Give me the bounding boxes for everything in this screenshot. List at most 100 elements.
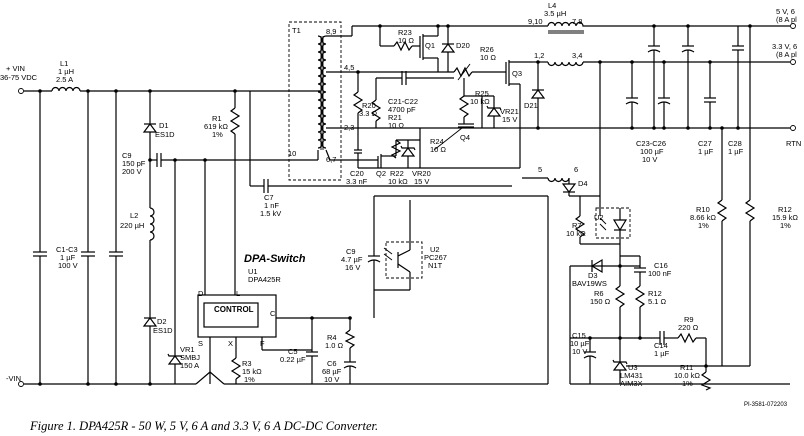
r25-value: 10 kΩ — [470, 97, 490, 106]
r25-vr21-q4 — [433, 78, 502, 151]
c27-value: 1 µF — [698, 147, 714, 156]
r4-name: R4 — [327, 333, 337, 342]
l1-value: 1 µH — [58, 67, 74, 76]
figure-ref-code: PI-3581-072203 — [744, 402, 788, 408]
c1c3-name: C1-C3 — [56, 245, 78, 254]
r9-value: 220 Ω — [678, 323, 699, 332]
r3-tol: 1% — [244, 375, 255, 384]
r23-value: 10 Ω — [398, 36, 414, 45]
u2b-name: U2 — [594, 213, 604, 222]
u1-part: DPA425R — [248, 275, 281, 284]
c9-voltage: 200 V — [122, 167, 142, 176]
t1-pin-45: 4,5 — [344, 63, 354, 72]
c20-name: C20 — [350, 169, 364, 178]
d20-name: D20 — [456, 41, 470, 50]
capacitor-c9-150pf — [150, 153, 205, 350]
c15-value: 10 µF — [570, 339, 590, 348]
d2-part: ES1D — [153, 326, 173, 335]
d2-name: D2 — [157, 317, 167, 326]
u1-pin-s: S — [198, 339, 203, 348]
t1-pin-23: 2,3 — [344, 123, 354, 132]
r1-name: R1 — [212, 114, 222, 123]
r20-c21-r21 — [352, 70, 454, 128]
d4-name: D4 — [578, 179, 588, 188]
l4-pin-34: 3,4 — [572, 51, 582, 60]
c14-value: 1 µF — [654, 349, 670, 358]
r10-value: 8.66 kΩ — [690, 213, 716, 222]
u1-pin-l: L — [236, 289, 240, 298]
r6-name: R6 — [594, 289, 604, 298]
c9b-voltage: 16 V — [345, 263, 360, 272]
c9b-name: C9 — [346, 247, 356, 256]
out-3v3-label-b: (8 A pl — [776, 50, 797, 59]
u3-name: U3 — [628, 363, 638, 372]
r1-tol: 1% — [212, 130, 223, 139]
diode-d20 — [440, 24, 456, 72]
r1-value: 619 kΩ — [204, 122, 228, 131]
c23c26-name: C23-C26 — [636, 139, 666, 148]
q4-name: Q4 — [460, 133, 470, 142]
r26-name: R26 — [480, 45, 494, 54]
resistor-r4-capacitor-c6 — [343, 316, 357, 384]
q1-name: Q1 — [425, 41, 435, 50]
output-capacitors — [625, 26, 744, 130]
r12a-value: 15.9 kΩ — [772, 213, 798, 222]
c7-voltage: 1.5 kV — [260, 209, 281, 218]
c7-name: C7 — [264, 193, 274, 202]
t1-lower-secondary — [352, 127, 520, 169]
u1-control-label: CONTROL — [214, 305, 254, 314]
c6-name: C6 — [327, 359, 337, 368]
r26-value: 10 Ω — [480, 53, 496, 62]
r12a-name: R12 — [778, 205, 792, 214]
r3-name: R3 — [242, 359, 252, 368]
c9-name: C9 — [122, 151, 132, 160]
l4-pin-12: 1,2 — [534, 51, 544, 60]
t1-pin-89: 8,9 — [326, 27, 336, 36]
r11-name: R11 — [680, 363, 693, 372]
r12b-name: R12 — [648, 289, 662, 298]
r12a-tol: 1% — [780, 221, 791, 230]
c6-value: 68 µF — [322, 367, 342, 376]
r22-name: R22 — [390, 169, 404, 178]
l4-pin-5: 5 — [538, 165, 542, 174]
r23-q1 — [379, 26, 439, 72]
vin-range-label: 36-75 VDC — [0, 73, 38, 82]
q3-name: Q3 — [512, 69, 522, 78]
d3-name: D3 — [588, 271, 598, 280]
c9b-value: 4.7 µF — [341, 255, 363, 264]
dpa-switch-brand: DPA-Switch — [244, 253, 306, 265]
vin-positive-label: + VIN — [6, 64, 25, 73]
l4-name: L4 — [548, 1, 556, 10]
d1-part: ES1D — [155, 130, 175, 139]
capacitors-c1-c3 — [33, 89, 123, 386]
capacitor-c7 — [249, 91, 512, 193]
vr1-name: VR1 — [180, 345, 195, 354]
vr20-value: 15 V — [414, 177, 429, 186]
output-side-wiring — [506, 60, 796, 197]
q2-name: Q2 — [376, 169, 386, 178]
vin-negative-rail — [18, 371, 548, 387]
l4-pin-910: 9,10 — [528, 17, 543, 26]
c21c22-name: C21-C22 — [388, 97, 418, 106]
l1-current: 2.5 A — [56, 75, 73, 84]
l4-pin-78: 7,8 — [572, 17, 582, 26]
r11-value: 10.0 kΩ — [674, 371, 700, 380]
c7-value: 1 nF — [264, 201, 279, 210]
clamp-chain-d1-l2-d2 — [142, 89, 158, 386]
l4-pin-6: 6 — [574, 165, 578, 174]
u1-dpa-switch — [197, 290, 350, 384]
c15-voltage: 10 V — [572, 347, 587, 356]
d3-part: BAV19WS — [572, 279, 607, 288]
c1c3-value: 1 µF — [60, 253, 76, 262]
inductor-l1 — [51, 86, 81, 92]
r24-name: R24 — [430, 137, 444, 146]
r10-name: R10 — [696, 205, 710, 214]
c23c26-voltage: 10 V — [642, 155, 657, 164]
out-5v-label-a: 5 V, 6 — [776, 7, 795, 16]
vin-positive-rail — [18, 88, 320, 94]
r3-value: 15 kΩ — [242, 367, 262, 376]
capacitor-c5 — [262, 316, 318, 384]
figure-caption: Figure 1. DPA425R - 50 W, 5 V, 6 A and 3… — [29, 419, 378, 433]
vr21-name: VR21 — [500, 107, 519, 116]
